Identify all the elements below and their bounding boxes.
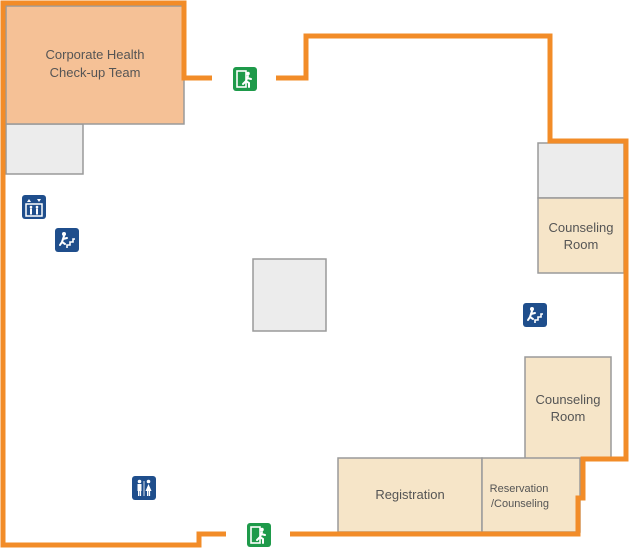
gray-block-right (537, 142, 625, 199)
gray-block-left (5, 123, 84, 175)
reservation-label-line2: /Counseling (491, 498, 549, 510)
counseling-room-upper[interactable] (537, 197, 625, 274)
reservation-label-line1: Reservation (490, 483, 549, 495)
health-team-label-line1: Corporate Health (46, 47, 145, 62)
emergency-exit-icon (247, 523, 271, 547)
counseling-upper-label-line1: Counseling (548, 220, 613, 235)
stairs-icon-right (523, 303, 547, 327)
reservation-room[interactable] (481, 457, 581, 533)
stairs-icon-left (55, 228, 79, 252)
emergency-exit-icon (233, 67, 257, 91)
restroom-icon (132, 476, 156, 500)
emergency-exit-top (232, 66, 258, 92)
counseling-upper-label-line2: Room (564, 237, 599, 252)
health-team-room[interactable] (5, 5, 185, 125)
counseling-room-lower[interactable] (524, 356, 612, 460)
outer-wall (0, 0, 226, 548)
pillar (252, 258, 327, 332)
counseling-lower-label-line2: Room (551, 409, 586, 424)
outer-wall-right (276, 33, 629, 537)
registration-room[interactable] (337, 457, 483, 533)
health-team-label-line2: Check-up Team (50, 65, 141, 80)
registration-label: Registration (375, 487, 444, 502)
counseling-lower-label-line1: Counseling (535, 392, 600, 407)
emergency-exit-bottom (246, 522, 272, 548)
elevator-icon (22, 195, 46, 219)
